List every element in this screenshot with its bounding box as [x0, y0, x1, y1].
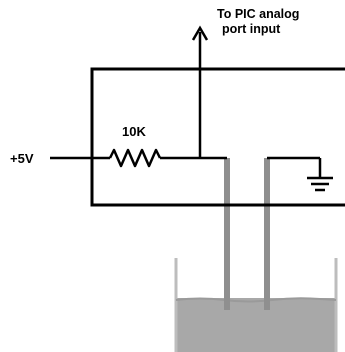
resistor-icon	[108, 148, 162, 168]
ground-icon	[307, 158, 333, 192]
enclosure-box	[90, 67, 345, 207]
supply-label: +5V	[10, 151, 34, 166]
water-surface	[175, 297, 337, 303]
arrow-up-icon	[191, 25, 209, 41]
output-label-line1: To PIC analog	[217, 7, 299, 21]
water-body	[176, 298, 336, 352]
water-container	[174, 258, 338, 352]
output-label-line2: port input	[222, 22, 281, 36]
resistor-label: 10K	[122, 124, 146, 139]
